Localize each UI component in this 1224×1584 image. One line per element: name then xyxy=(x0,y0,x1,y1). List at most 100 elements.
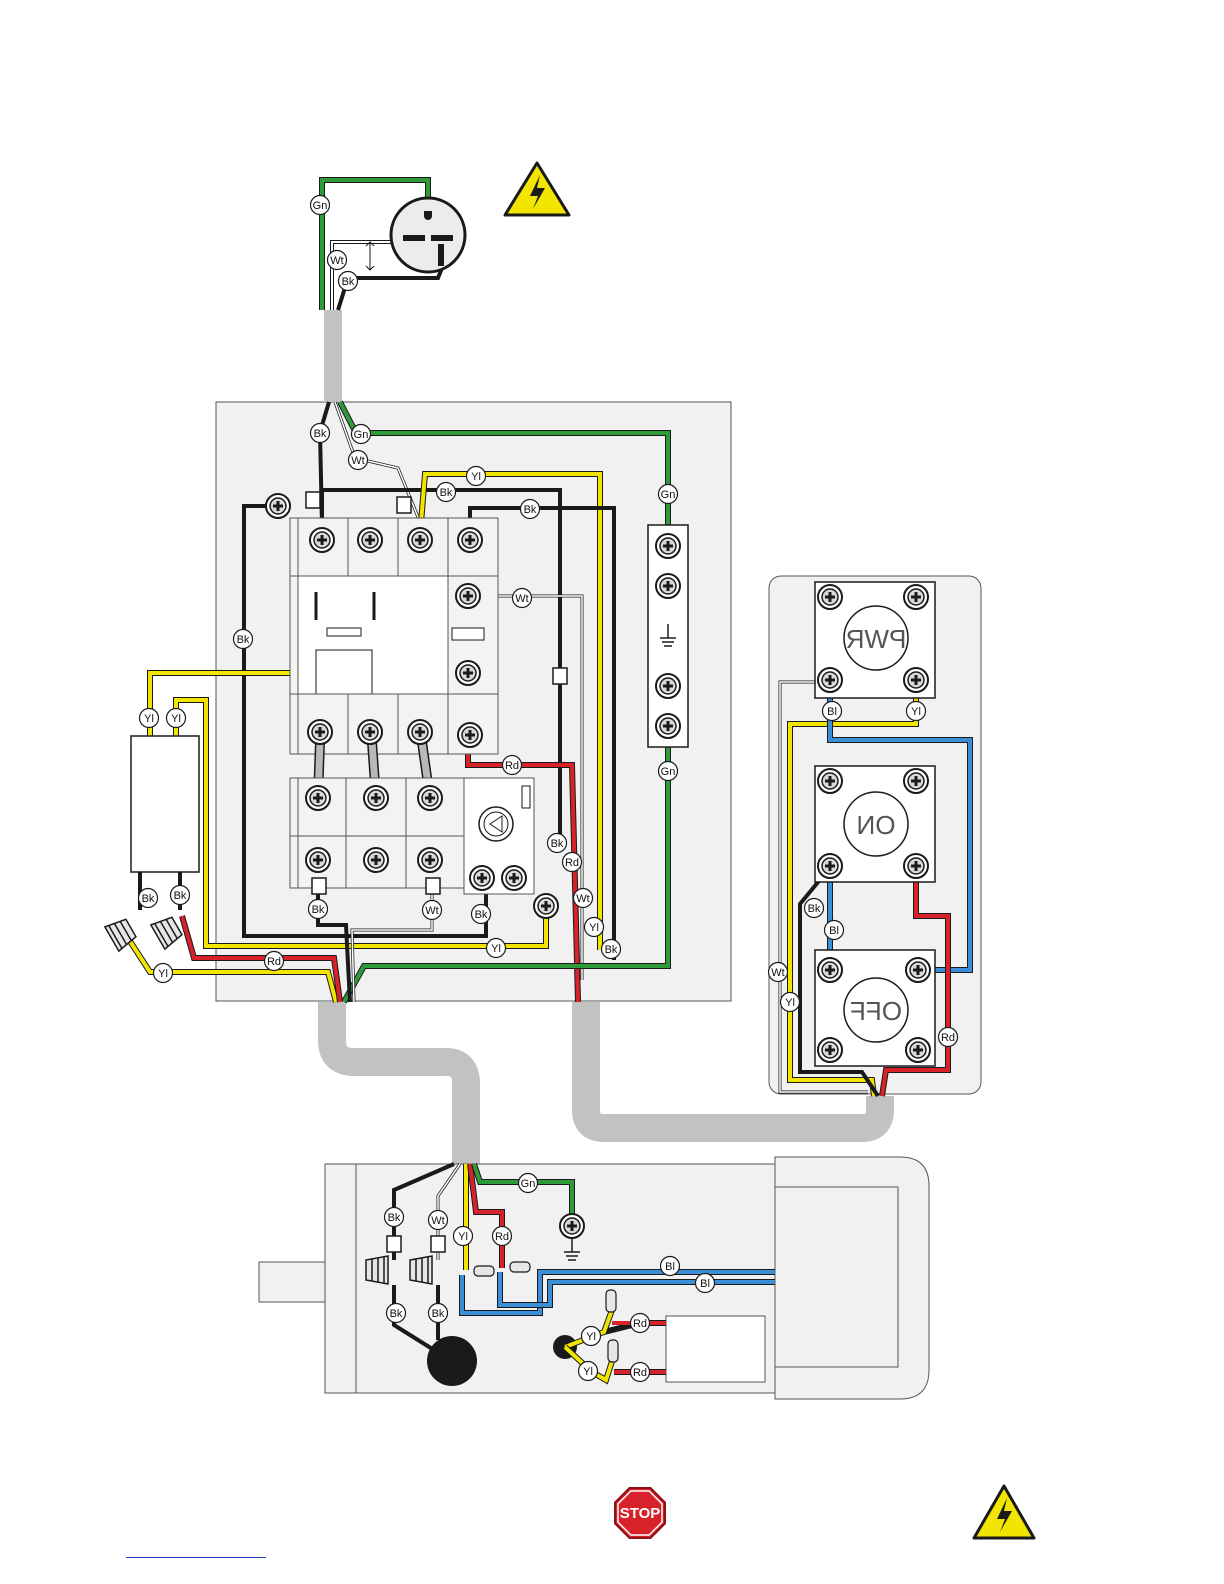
motor-cable xyxy=(332,1002,466,1164)
wire-label-text: Yl xyxy=(583,1366,593,1378)
wire-label-bk: Bk xyxy=(339,272,358,291)
wire-label-rd: Rd xyxy=(939,1028,958,1047)
wire-label-rd: Rd xyxy=(265,952,284,971)
motor-shaft xyxy=(259,1262,326,1302)
wire-label-rd: Rd xyxy=(563,853,582,872)
wire-label-text: Bl xyxy=(827,706,837,718)
wire-label-yl: Yl xyxy=(579,1362,598,1381)
wire-label-wt: Wt xyxy=(513,589,532,608)
wire-label-bk: Bk xyxy=(437,483,456,502)
wire-label-wt: Wt xyxy=(769,963,788,982)
wire-label-bl: Bl xyxy=(825,921,844,940)
wire-label-text: Yl xyxy=(471,471,481,483)
wire-label-text: Rd xyxy=(565,857,579,869)
wire-label-text: Wt xyxy=(425,905,438,917)
wire-label-bk: Bk xyxy=(387,1304,406,1323)
wire-label-bl: Bl xyxy=(696,1274,715,1293)
wire-label-text: Bk xyxy=(440,487,453,499)
wire-label-text: Gn xyxy=(313,200,328,212)
wire-label-text: Bk xyxy=(237,634,250,646)
wire-label-bk: Bk xyxy=(309,900,328,919)
wire-label-text: Bk xyxy=(808,903,821,915)
wire-label-gn: Gn xyxy=(659,762,678,781)
on-label: ON xyxy=(857,810,896,840)
wire-label-yl: Yl xyxy=(585,918,604,937)
off-label: OFF xyxy=(850,996,902,1026)
wire-label-bk: Bk xyxy=(472,905,491,924)
wire-label-yl: Yl xyxy=(167,709,186,728)
wire-label-bl: Bl xyxy=(661,1257,680,1276)
motor-terminal-large xyxy=(427,1336,477,1386)
wire-label-rd: Rd xyxy=(631,1314,650,1333)
wire-nut xyxy=(151,914,184,949)
wire-label-text: Gn xyxy=(521,1178,536,1190)
wire-label-text: Bk xyxy=(605,944,618,956)
wire-label-wt: Wt xyxy=(328,251,347,270)
wire-label-text: Bk xyxy=(312,904,325,916)
wire-label-gn: Gn xyxy=(311,196,330,215)
power-receptacle xyxy=(391,198,465,272)
wire-label-text: Yl xyxy=(785,997,795,1009)
wire-label-text: Bk xyxy=(432,1308,445,1320)
wire-label-yl: Yl xyxy=(907,702,926,721)
wire-label-bk: Bk xyxy=(139,889,158,908)
wire-label-text: Gn xyxy=(661,766,676,778)
wire-label-text: Bk xyxy=(314,428,327,440)
wire-label-rd: Rd xyxy=(503,756,522,775)
wire-label-yl: Yl xyxy=(154,964,173,983)
wire-label-bk: Bk xyxy=(429,1304,448,1323)
wire-label-bk: Bk xyxy=(171,886,190,905)
wire-label-wt: Wt xyxy=(423,901,442,920)
wire-label-text: Bk xyxy=(551,838,564,850)
wire-label-text: Bk xyxy=(174,890,187,902)
wire-label-rd: Rd xyxy=(631,1363,650,1382)
wire-label-text: Rd xyxy=(633,1367,647,1379)
wire-label-text: Wt xyxy=(515,593,528,605)
wire-label-text: Rd xyxy=(267,956,281,968)
wire-label-gn: Gn xyxy=(659,485,678,504)
wire-label-text: Yl xyxy=(171,713,181,725)
wire-label-yl: Yl xyxy=(582,1327,601,1346)
wire-label-text: Gn xyxy=(354,429,369,441)
wire-label-text: Bl xyxy=(829,925,839,937)
wire-label-text: Wt xyxy=(576,893,589,905)
wire-label-text: Bk xyxy=(475,909,488,921)
wire-label-yl: Yl xyxy=(454,1227,473,1246)
wire-label-text: Bk xyxy=(524,504,537,516)
wire-label-yl: Yl xyxy=(140,709,159,728)
wire-label-text: Bk xyxy=(388,1212,401,1224)
wire-label-yl: Yl xyxy=(467,467,486,486)
wire-label-text: Bk xyxy=(342,276,355,288)
wire-label-text: Wt xyxy=(771,967,784,979)
wire-label-text: Rd xyxy=(505,760,519,772)
wire-label-text: Yl xyxy=(158,968,168,980)
wire-label-yl: Yl xyxy=(781,993,800,1012)
wire-nut xyxy=(366,1256,388,1284)
start-capacitor xyxy=(131,736,199,872)
stop-sign-text: STOP xyxy=(620,1505,661,1522)
wire-label-wt: Wt xyxy=(429,1211,448,1230)
wire-label-rd: Rd xyxy=(493,1227,512,1246)
wire-label-bl: Bl xyxy=(823,702,842,721)
wire-label-bk: Bk xyxy=(602,940,621,959)
wire-label-text: Bl xyxy=(665,1261,675,1273)
wire-label-yl: Yl xyxy=(487,939,506,958)
wire-label-text: Wt xyxy=(351,455,364,467)
capacitor xyxy=(666,1316,765,1382)
wire-label-wt: Wt xyxy=(349,451,368,470)
wire-label-bk: Bk xyxy=(521,500,540,519)
wire-label-text: Rd xyxy=(495,1231,509,1243)
wire-label-text: Bl xyxy=(700,1278,710,1290)
wire-label-text: Yl xyxy=(144,713,154,725)
motor-body xyxy=(775,1157,929,1399)
wire-label-gn: Gn xyxy=(352,425,371,444)
wire-label-text: Yl xyxy=(458,1231,468,1243)
stop-sign-icon: STOP xyxy=(615,1488,665,1538)
footer-link-underline xyxy=(126,1557,266,1558)
power-cord xyxy=(324,310,342,402)
wire-label-text: Yl xyxy=(586,1331,596,1343)
wire-label-wt: Wt xyxy=(574,889,593,908)
wire-label-text: Bk xyxy=(142,893,155,905)
wire-label-bk: Bk xyxy=(385,1208,404,1227)
